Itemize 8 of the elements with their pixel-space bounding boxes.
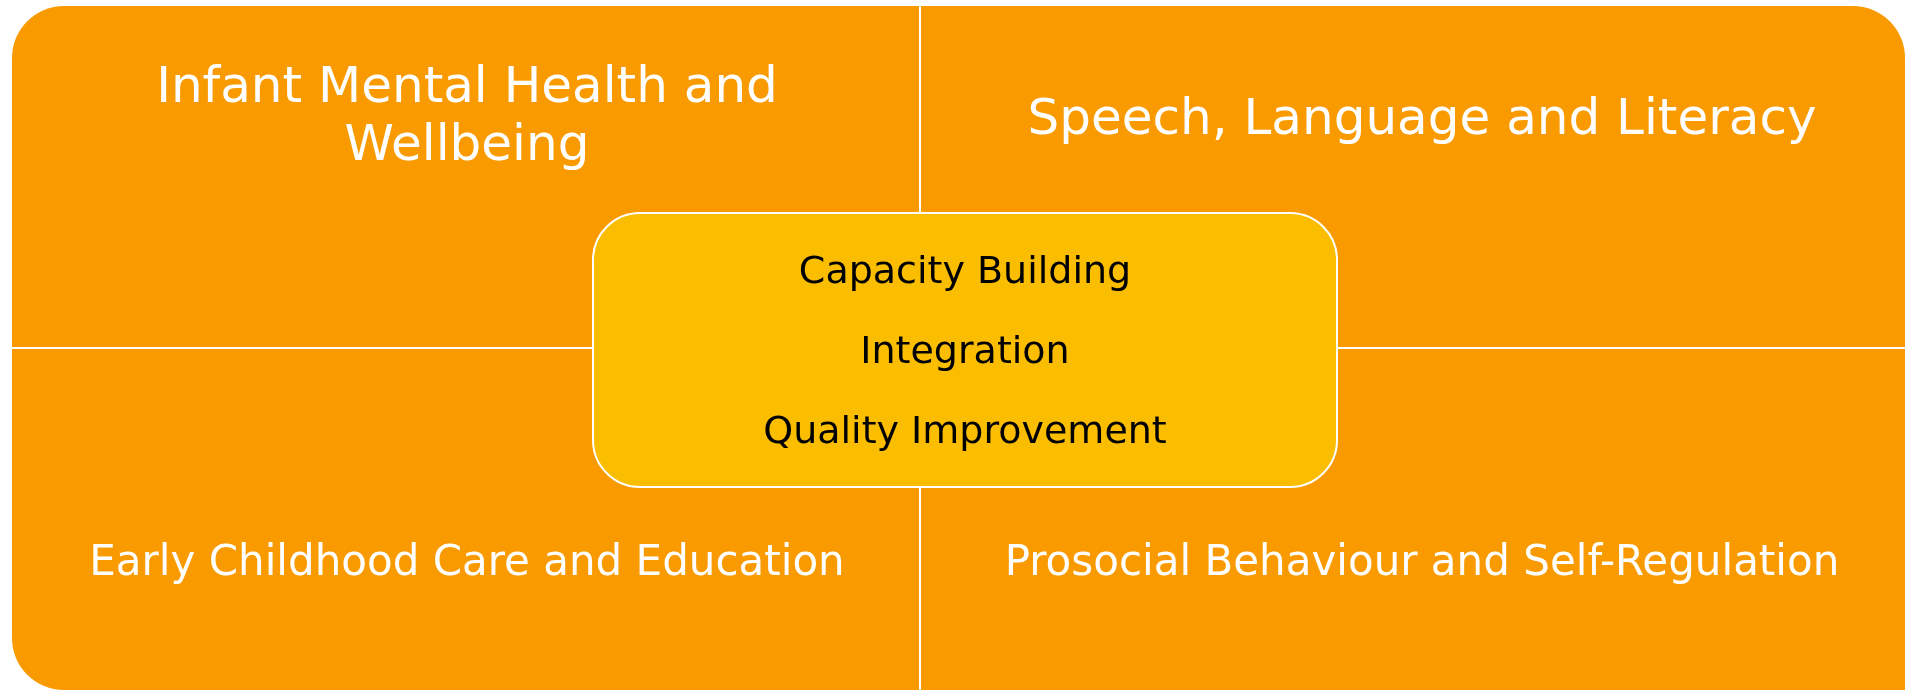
quadrant-title: Speech, Language and Literacy — [972, 88, 1872, 146]
center-label: Integration — [860, 328, 1070, 372]
quadrant-title: Infant Mental Health and Wellbeing — [132, 56, 802, 172]
center-box — [592, 212, 1338, 488]
center-label: Capacity Building — [798, 248, 1132, 292]
quadrant-title: Prosocial Behaviour and Self-Regulation — [972, 536, 1872, 585]
quadrant-title: Early Childhood Care and Education — [42, 536, 892, 585]
center-label: Quality Improvement — [763, 408, 1167, 452]
